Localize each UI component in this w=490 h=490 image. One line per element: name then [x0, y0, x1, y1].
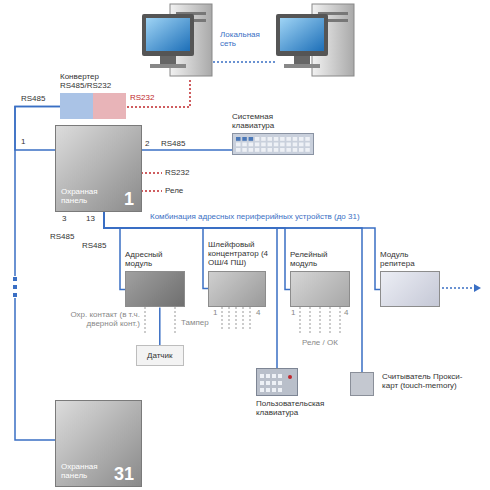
userkb-icon	[256, 368, 298, 396]
sensor-label: Датчик	[147, 351, 173, 360]
network-label: Локальная сеть	[220, 30, 264, 48]
signal-name: Реле	[165, 186, 183, 195]
panel-name: Охранная панель	[61, 462, 107, 480]
device-node: Пользовательская клавиатура	[256, 368, 340, 417]
device-node: Адресный модуль	[125, 250, 187, 307]
computer	[142, 4, 212, 76]
bus-label: Комбинация адресных периферийных устройс…	[150, 212, 360, 221]
keypad-shape	[256, 368, 298, 396]
port-number: 1	[21, 137, 25, 146]
lead-wires	[145, 307, 340, 335]
relay-number: 4	[344, 308, 348, 317]
security-panel: Охранная панель 31	[55, 400, 142, 487]
signal-name: RS485	[82, 241, 106, 250]
module-box	[125, 271, 185, 307]
device-shape	[232, 133, 314, 155]
reader-icon	[350, 372, 374, 396]
device-title: Модуль репитера	[380, 250, 442, 268]
lan-line	[213, 61, 275, 63]
bus-connector	[159, 307, 161, 345]
signal-name: RS485	[20, 94, 46, 103]
signal-name: RS232	[130, 93, 154, 102]
device-title: Системная клавиатура	[232, 112, 296, 130]
signal-name: RS485	[160, 139, 186, 148]
module-box	[290, 271, 350, 307]
module-box	[208, 271, 266, 307]
panel-name: Охранная панель	[61, 187, 107, 205]
device-node: Датчик	[136, 345, 184, 366]
signal-name: RS485	[50, 232, 74, 241]
loop-number: 4	[256, 308, 260, 317]
panel-number: 1	[124, 190, 134, 208]
panel-number: 31	[114, 465, 134, 483]
relay-number: 1	[291, 308, 295, 317]
rs232-line	[127, 78, 190, 107]
device-title: Релейный модуль	[290, 250, 352, 268]
bus-connector	[15, 106, 60, 440]
device-title: Шлейфовый концентратор (4 ОШ/4 ПШ)	[208, 240, 270, 268]
port-number: 13	[86, 214, 95, 223]
device-title: Адресный модуль	[125, 250, 187, 268]
rs232-line	[141, 172, 162, 174]
device-title: Считыватель Прокси-карт (touch-memory)	[382, 372, 470, 390]
syskb-icon	[232, 133, 314, 155]
converter-icon	[60, 93, 126, 119]
relay-label: Реле / ОК	[302, 338, 338, 347]
signal-name: RS232	[165, 168, 189, 177]
device-title: Пользовательская клавиатура	[256, 399, 340, 417]
device-node: Релейный модуль	[290, 250, 352, 307]
repeater-out-arrow	[442, 284, 481, 292]
bus-connector	[104, 212, 362, 372]
device-node: Конвертер RS485/RS232	[60, 72, 126, 119]
device-node: Системная клавиатура	[232, 112, 314, 155]
relay-line	[141, 190, 162, 192]
device-node: Считыватель Прокси-карт (touch-memory)	[350, 372, 470, 396]
bus-connector	[104, 212, 125, 289]
port-number: 2	[145, 139, 149, 148]
device-node: Модуль репитера	[380, 250, 442, 307]
device-shape	[60, 93, 126, 119]
security-panel: Охранная панель 1	[55, 125, 142, 212]
contact-label: Охр. контакт (в т.ч. дверной конт.)	[60, 310, 140, 328]
port-number: 3	[62, 214, 66, 223]
tamper-label: Тампер	[181, 318, 209, 327]
device-title: Конвертер RS485/RS232	[60, 72, 118, 90]
device-node: Шлейфовый концентратор (4 ОШ/4 ПШ)	[208, 240, 270, 307]
module-box	[380, 271, 440, 307]
bus-connector	[104, 212, 277, 368]
loop-number: 1	[213, 308, 217, 317]
bus-connector	[142, 149, 232, 151]
reader-shape	[350, 372, 374, 396]
bus-connector	[15, 106, 60, 150]
computer	[276, 4, 354, 76]
